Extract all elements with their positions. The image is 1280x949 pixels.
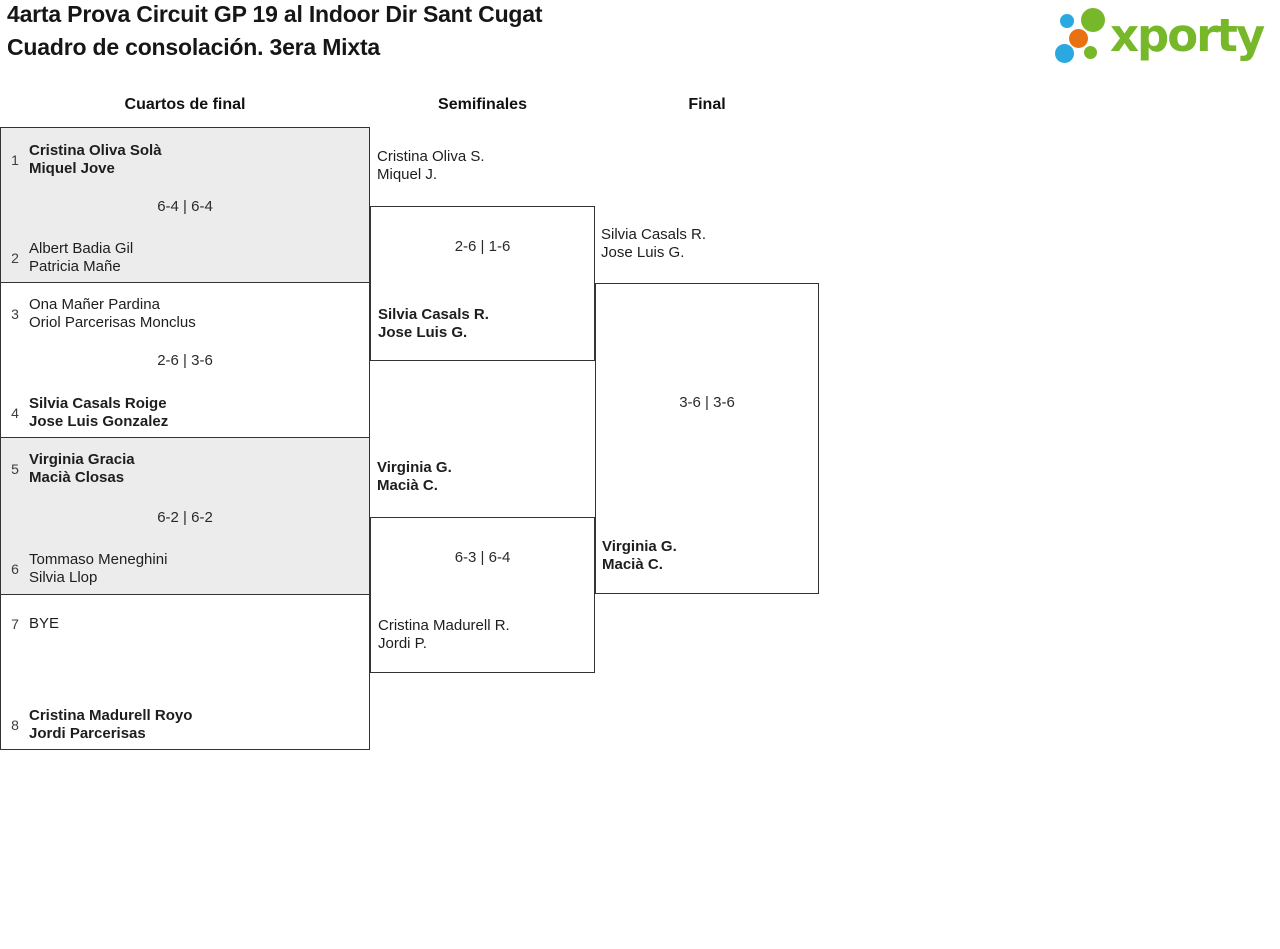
logo-dot-blue-large-icon (1055, 44, 1074, 63)
round-header-final: Final (688, 96, 726, 113)
team-name-line: Jose Luis G. (378, 324, 468, 341)
match-score: 6-3 | 6-4 (454, 549, 511, 566)
team-name-line: Silvia Casals R. (601, 226, 707, 243)
sf2-team-bottom: Cristina Madurell R. Jordi P. (378, 617, 510, 653)
team-name-line: Silvia Casals Roige (29, 395, 167, 412)
team-name-line: Virginia Gracia (29, 451, 135, 468)
team-name-line: BYE (29, 615, 60, 632)
team-name-line: Tommaso Meneghini (29, 551, 168, 568)
seed-number: 2 (11, 250, 19, 266)
team-name-line: Ona Mañer Pardina (29, 296, 160, 313)
sf1-team-top: Cristina Oliva S. Miquel J. (377, 148, 485, 184)
team-name-line: Silvia Llop (29, 569, 98, 586)
team-name-line: Cristina Madurell R. (378, 617, 510, 634)
team-name-line: Macià Closas (29, 469, 125, 486)
logo-dot-green-small-icon (1084, 46, 1097, 59)
seed-number: 6 (11, 561, 19, 577)
final-team-top: Silvia Casals R. Jose Luis G. (601, 226, 706, 262)
seed-number: 3 (11, 306, 19, 322)
team-name-line: Silvia Casals R. (378, 306, 489, 323)
match-score: 6-4 | 6-4 (157, 198, 213, 215)
sf-match-2: 6-3 | 6-4 Cristina Madurell R. Jordi P. (370, 517, 595, 673)
team-name-line: Cristina Madurell Royo (29, 707, 193, 724)
match-score: 6-2 | 6-2 (157, 509, 213, 526)
round-header-quarterfinals: Cuartos de final (124, 96, 246, 113)
match-score: 2-6 | 3-6 (157, 352, 213, 369)
sf-match-1: 2-6 | 1-6 Silvia Casals R. Jose Luis G. (370, 206, 595, 361)
seed-number: 4 (11, 405, 19, 421)
qf-match-1: 1 Cristina Oliva Solà Miquel Jove 6-4 | … (0, 127, 370, 283)
team-name-line: Cristina Oliva Solà (29, 142, 162, 159)
team-name-line: Jordi P. (378, 635, 427, 652)
logo-dot-green-large-icon (1081, 8, 1105, 32)
final-winner: Virginia G. Macià C. (602, 538, 677, 574)
team-name-line: Jordi Parcerisas (29, 725, 146, 742)
seed-number: 8 (11, 717, 19, 733)
seed-number: 1 (11, 152, 19, 168)
team-name-line: Virginia G. (377, 459, 452, 476)
match-score: 3-6 | 3-6 (679, 394, 735, 411)
team-name-line: Patricia Mañe (29, 258, 121, 275)
logo-wordmark: xporty (1110, 9, 1265, 62)
team-name-line: Oriol Parcerisas Monclus (29, 314, 196, 331)
logo-dot-blue-small-icon (1060, 14, 1074, 28)
sf1-team-bottom: Silvia Casals R. Jose Luis G. (378, 306, 489, 342)
qf-match-4: 7 BYE 8 Cristina Madurell Royo Jordi Par… (0, 595, 370, 750)
round-header-semifinals: Semifinales (438, 96, 527, 113)
team-name-line: Miquel J. (377, 166, 438, 183)
team-name-line: Jose Luis Gonzalez (29, 413, 169, 430)
bracket-subtitle: Cuadro de consolación. 3era Mixta (7, 34, 381, 60)
team-name-line: Albert Badia Gil (29, 240, 134, 257)
match-score: 2-6 | 1-6 (454, 238, 511, 255)
xporty-logo[interactable]: xporty (1045, 0, 1275, 80)
final-match: 3-6 | 3-6 Virginia G. Macià C. (595, 283, 819, 594)
qf-match-2: 3 Ona Mañer Pardina Oriol Parcerisas Mon… (0, 283, 370, 438)
seed-number: 7 (11, 616, 19, 632)
team-name-line: Macià C. (602, 556, 663, 573)
team-name-line: Macià C. (377, 477, 438, 494)
seed-number: 5 (11, 461, 19, 477)
team-name-line: Jose Luis G. (601, 244, 685, 261)
logo-dot-orange-icon (1069, 29, 1088, 48)
team-name-line: Virginia G. (602, 538, 677, 555)
sf2-team-top: Virginia G. Macià C. (377, 459, 452, 495)
qf-match-3: 5 Virginia Gracia Macià Closas 6-2 | 6-2… (0, 438, 370, 595)
team-name-line: Cristina Oliva S. (377, 148, 485, 165)
team-name-line: Miquel Jove (29, 160, 115, 177)
tournament-title: 4arta Prova Circuit GP 19 al Indoor Dir … (7, 1, 543, 27)
